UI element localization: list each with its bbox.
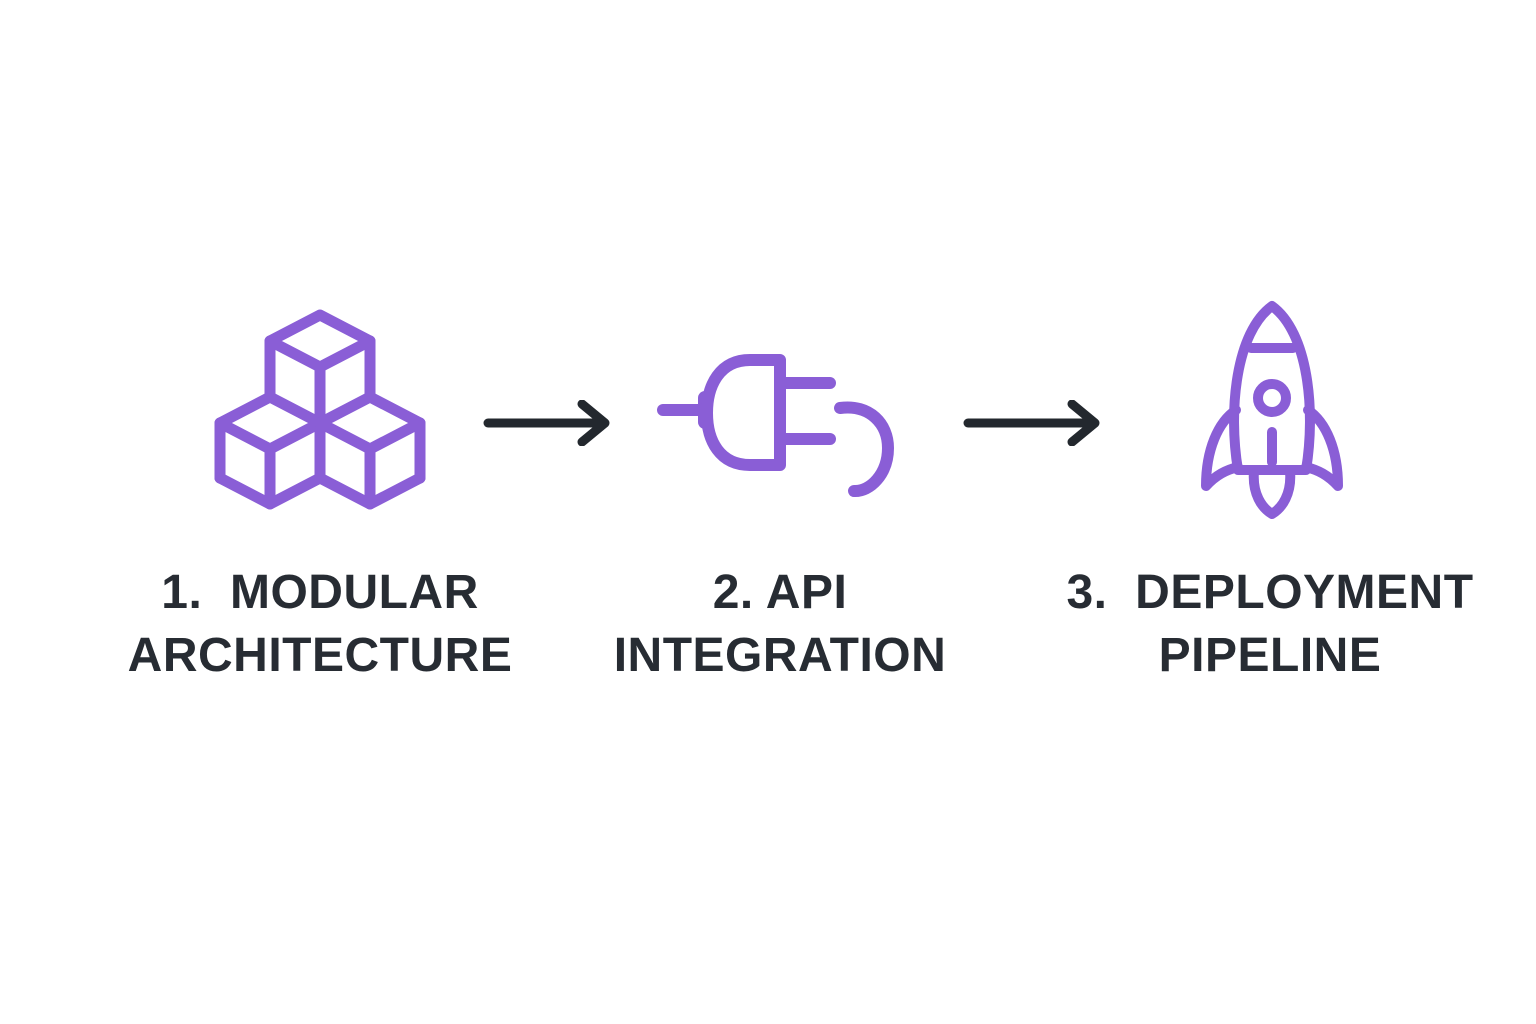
- rocket-icon: [1201, 301, 1343, 519]
- step-1-label-line-2: ARCHITECTURE: [127, 629, 513, 682]
- plug-icon: [657, 354, 894, 497]
- step-2-label-line-1: 2. API: [712, 566, 848, 619]
- arrow-right-icon: [963, 400, 1100, 446]
- step-3-label-line-1: 3. DEPLOYMENT: [1066, 566, 1474, 619]
- step-1-label-line-1: 1. MODULAR: [161, 566, 479, 619]
- step-3-label: 3. DEPLOYMENT PIPELINE: [1040, 561, 1500, 687]
- step-2-label-line-2: INTEGRATION: [613, 629, 947, 682]
- step-2-label: 2. API INTEGRATION: [550, 561, 1010, 687]
- arrow-right-icon: [483, 400, 610, 446]
- step-1-label: 1. MODULAR ARCHITECTURE: [90, 561, 550, 687]
- cubes-icon: [214, 309, 426, 510]
- step-3-label-line-2: PIPELINE: [1158, 629, 1382, 682]
